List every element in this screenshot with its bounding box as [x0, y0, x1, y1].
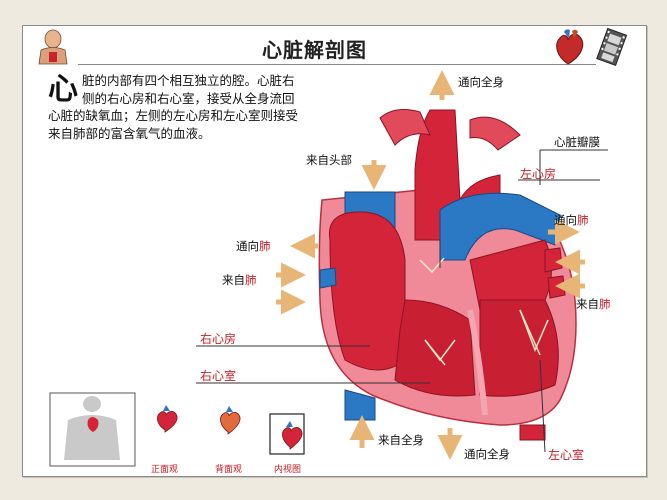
label-left-ventricle: 左心室 [548, 448, 585, 462]
pulmonary-artery [439, 192, 561, 261]
description-text: 心脏的内部有四个相互独立的腔。心脏右侧的右心房和右心室，接受从全身流回心脏的缺氧… [48, 72, 298, 142]
label-to-lung-right: 通向肺 [554, 213, 589, 227]
description-body: 脏的内部有四个相互独立的腔。心脏右侧的右心房和右心室，接受从全身流回心脏的缺氧血… [48, 73, 299, 141]
title-divider [78, 64, 596, 65]
body-thumbnail [49, 392, 136, 467]
thumb-front-heart [157, 405, 178, 433]
label-right-atrium: 右心房 [200, 332, 237, 346]
left-ventricle-chamber [479, 299, 559, 397]
label-from-lung-right: 来自肺 [576, 297, 611, 311]
description-initial: 心 [48, 72, 78, 107]
label-to-body-bottom: 通向全身 [464, 447, 510, 461]
inferior-vena-cava [344, 389, 376, 421]
thumb-back-heart [220, 406, 241, 435]
label-right-ventricle: 右心室 [200, 369, 237, 383]
leader-lines [196, 149, 608, 453]
thumb-inner-heart [269, 413, 305, 455]
right-ventricle-chamber [394, 299, 476, 397]
label-from-body-bottom: 来自全身 [378, 433, 424, 447]
thumb-caption-inner[interactable]: 内视图 [274, 465, 302, 475]
label-from-lung-left: 来自肺 [222, 273, 257, 287]
thumb-caption-back[interactable]: 背面观 [215, 465, 243, 475]
page-title: 心脏解剖图 [262, 38, 367, 62]
label-to-body-top: 通向全身 [458, 75, 504, 89]
descending-aorta [519, 424, 546, 441]
label-to-lung-left: 通向肺 [236, 239, 271, 253]
label-from-head: 来自头部 [306, 153, 352, 167]
label-heart-valve: 心脏瓣膜 [554, 135, 600, 149]
label-left-atrium: 左心房 [520, 167, 557, 181]
flow-arrows [276, 70, 585, 460]
thumb-caption-front[interactable]: 正面观 [151, 465, 179, 475]
